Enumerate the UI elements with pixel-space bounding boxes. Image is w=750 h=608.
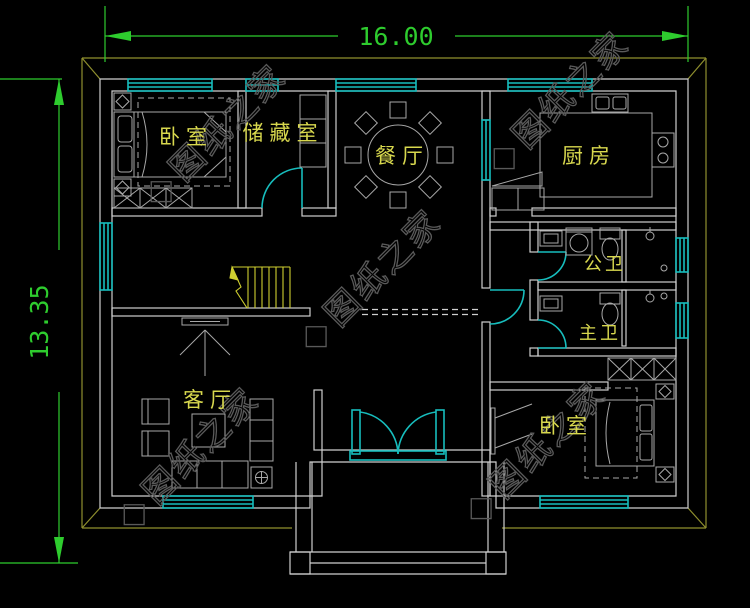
staircase <box>229 265 291 309</box>
room-label-living: 客厅 <box>183 389 237 412</box>
room-label-bedroom-nw: 卧室 <box>159 126 213 149</box>
eave-outline <box>81 57 707 529</box>
dimension-arrows <box>54 31 688 563</box>
room-label-bath-public: 公卫 <box>584 254 626 274</box>
entry-porch-steps <box>289 462 507 575</box>
interior-walls <box>111 90 677 497</box>
room-label-dining: 餐厅 <box>375 145 429 168</box>
windows <box>99 78 689 509</box>
doors <box>261 119 567 461</box>
dimension-width-label: 16.00 <box>358 22 433 51</box>
dimension-annotations: 16.00 13.35 <box>0 6 689 564</box>
room-label-kitchen: 厨房 <box>562 145 616 168</box>
watermark-text: 图纸之家 <box>506 24 638 156</box>
furniture <box>113 92 677 489</box>
watermark-text: 图纸之家 <box>483 374 615 506</box>
room-labels: 卧室 储藏室 餐厅 厨房 公卫 主卫 客厅 卧室 <box>159 122 626 438</box>
dimension-depth-label: 13.35 <box>25 284 54 359</box>
room-label-bath-master: 主卫 <box>579 323 621 343</box>
room-label-bedroom-se: 卧室 <box>539 415 593 438</box>
room-label-storage: 储藏室 <box>243 122 324 145</box>
